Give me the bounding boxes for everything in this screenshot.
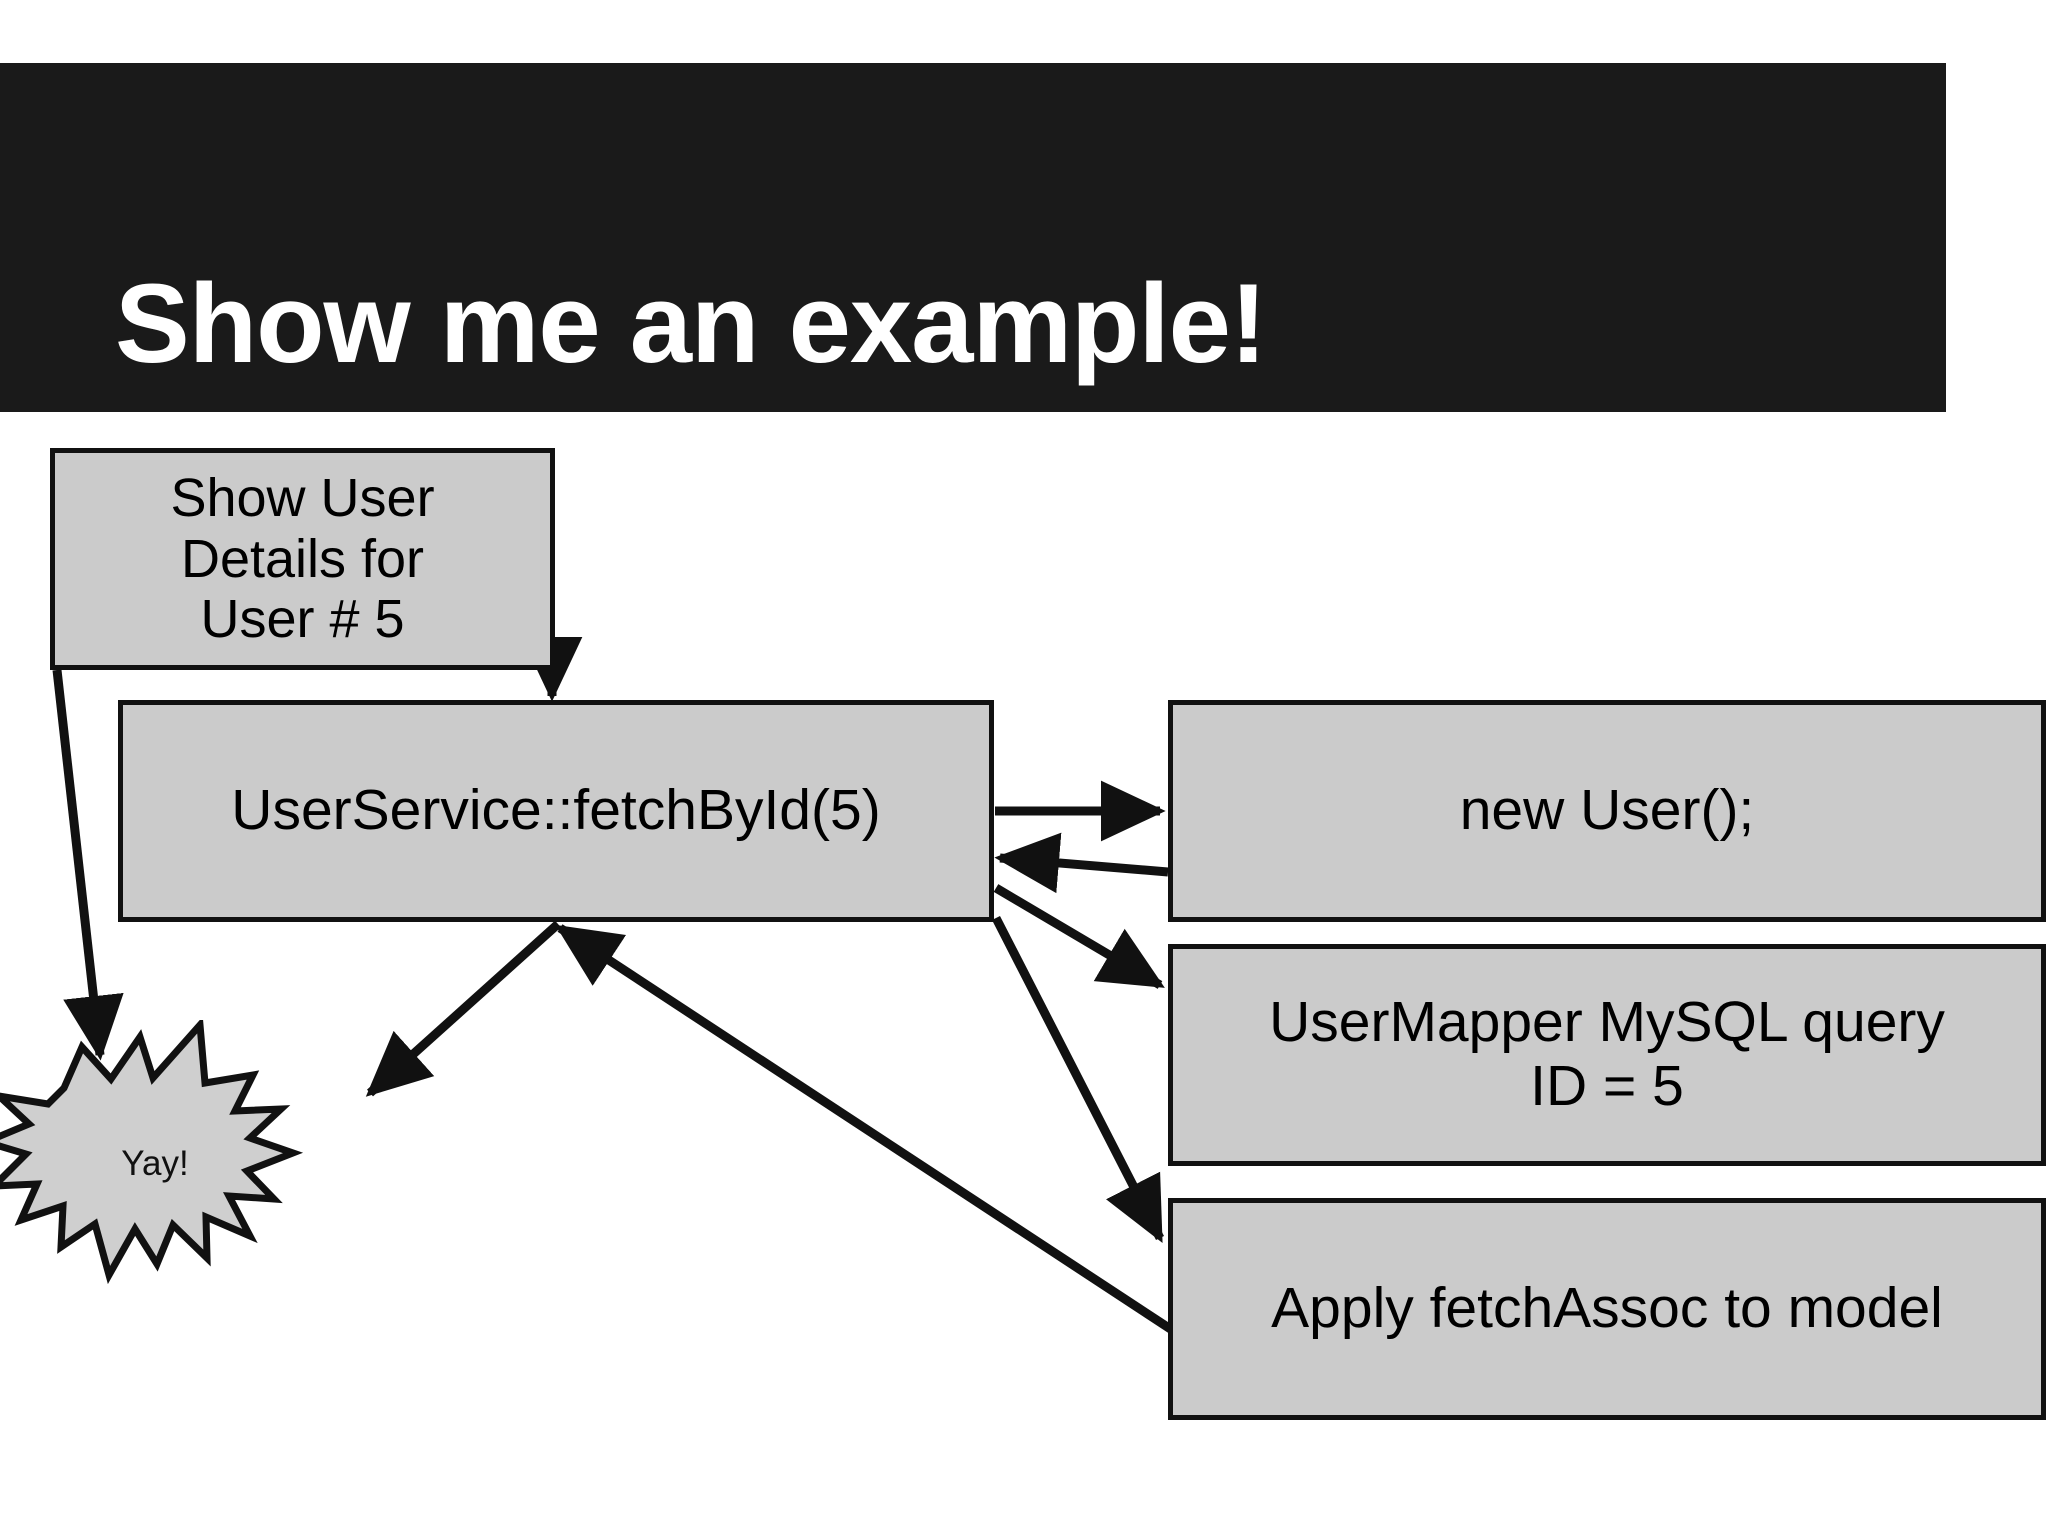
edge-newuser-to-service	[994, 832, 1169, 894]
yay-label: Yay!	[121, 1144, 189, 1183]
node-user-mapper-query[interactable]: UserMapper MySQL query ID = 5	[1168, 944, 2046, 1166]
edge-service-to-mapper	[993, 884, 1165, 989]
node-new-user-label: new User();	[1459, 778, 1755, 843]
node-show-user-details-label: Show User Details for User # 5	[55, 468, 550, 649]
title-banner: Show me an example!	[0, 63, 1946, 412]
node-apply-fetch-assoc[interactable]: Apply fetchAssoc to model	[1168, 1198, 2046, 1420]
mapper-line-1: UserMapper MySQL query	[1269, 990, 1945, 1055]
edge-service-to-assoc	[991, 915, 1165, 1244]
starburst-shape	[0, 1020, 304, 1285]
node-show-user-details[interactable]: Show User Details for User # 5	[50, 448, 555, 670]
yay-starburst	[0, 1020, 304, 1285]
page-title: Show me an example!	[115, 261, 1267, 386]
edge-service-to-yay	[365, 920, 562, 1097]
edge-assoc-to-service	[555, 924, 1175, 1334]
node-user-mapper-label: UserMapper MySQL query ID = 5	[1173, 990, 2041, 1119]
node-user-service-label: UserService::fetchById(5)	[231, 778, 881, 843]
node-new-user[interactable]: new User();	[1168, 700, 2046, 922]
node-apply-fetch-assoc-label: Apply fetchAssoc to model	[1271, 1276, 1943, 1341]
request-line-3: User # 5	[200, 589, 405, 650]
edge-request-to-yay	[52, 669, 124, 1061]
request-line-2: Details for	[180, 528, 425, 589]
mapper-line-2: ID = 5	[1530, 1054, 1684, 1118]
node-user-service-fetch-by-id[interactable]: UserService::fetchById(5)	[118, 700, 994, 922]
request-line-1: Show User	[170, 468, 435, 529]
